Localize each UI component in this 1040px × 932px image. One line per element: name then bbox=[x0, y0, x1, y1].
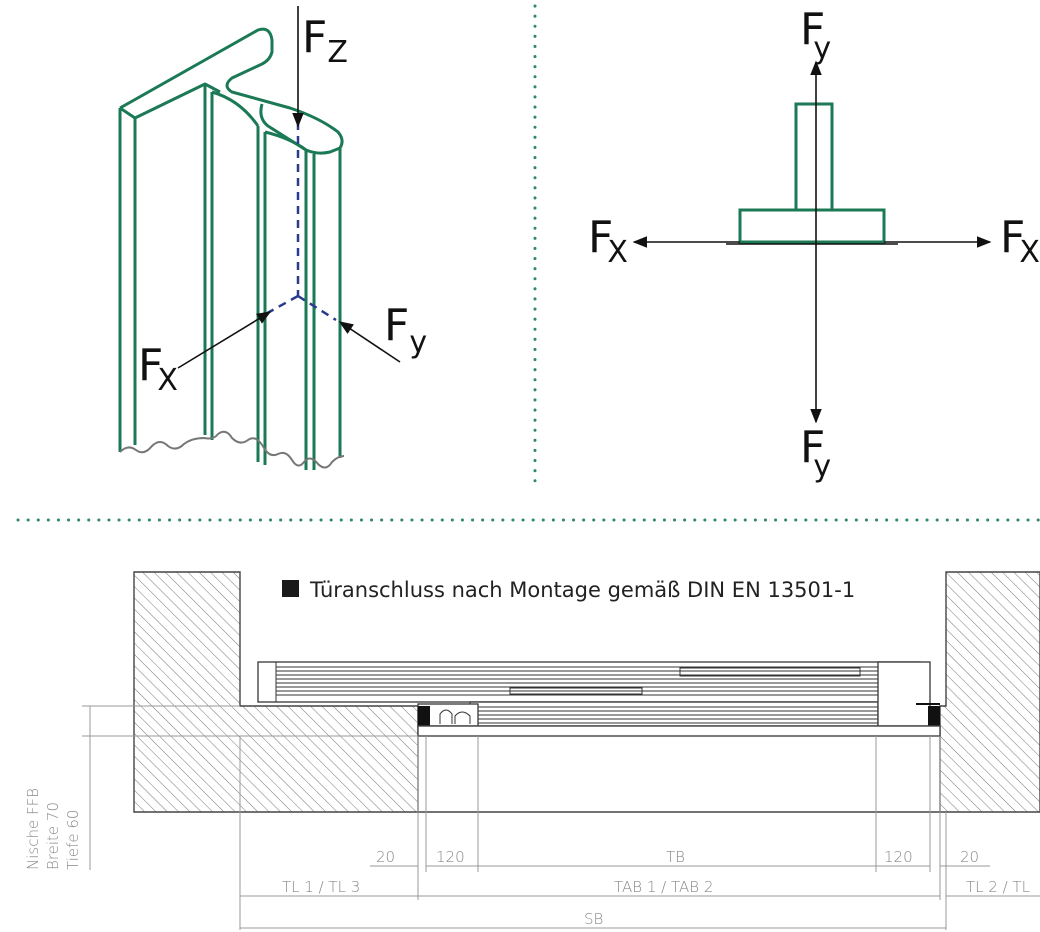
force-y-label: Fy bbox=[384, 300, 427, 360]
force-z-label: FZ bbox=[302, 12, 348, 70]
force-x-right-label: FX bbox=[1000, 212, 1040, 270]
dim-tb: TB bbox=[666, 848, 685, 866]
force-y-arrow bbox=[338, 321, 401, 363]
installation-plan: Türanschluss nach Montage gemäß DIN EN 1… bbox=[24, 571, 1040, 930]
side-label-breite: Breite 70 bbox=[44, 802, 62, 870]
seal-right bbox=[928, 706, 940, 726]
legend-text: Türanschluss nach Montage gemäß DIN EN 1… bbox=[309, 578, 855, 602]
dim-tl-right: TL 2 / TL bbox=[966, 878, 1030, 896]
dim-sb: SB bbox=[584, 910, 603, 928]
dim-tab: TAB 1 / TAB 2 bbox=[614, 878, 713, 896]
break-line bbox=[119, 430, 345, 469]
seal-left bbox=[418, 706, 430, 726]
force-y-top-label: Fy bbox=[800, 4, 831, 66]
profile-isometric-figure: FZ FX Fy bbox=[118, 6, 427, 470]
profile-base bbox=[738, 208, 886, 244]
side-label-tiefe: Tiefe 60 bbox=[64, 810, 82, 870]
force-y-bottom-label: Fy bbox=[800, 422, 831, 484]
dim-120-right: 120 bbox=[884, 848, 913, 866]
dim-20-right: 20 bbox=[960, 848, 979, 866]
force-x-arrow bbox=[177, 311, 272, 369]
force-top-view-figure: Fy Fy FX FX bbox=[588, 4, 1040, 484]
side-label-nische: Nische FFB bbox=[24, 788, 42, 870]
force-x-label: FX bbox=[138, 340, 178, 398]
extension-lines bbox=[239, 736, 947, 930]
door-leaf-stack bbox=[257, 661, 940, 727]
profile-stem bbox=[794, 102, 834, 212]
force-x-left-label: FX bbox=[588, 212, 628, 270]
dim-tl-left: TL 1 / TL 3 bbox=[282, 878, 360, 896]
legend-square-icon bbox=[282, 580, 299, 597]
profile-outline bbox=[118, 27, 344, 470]
wall-right bbox=[939, 571, 1040, 813]
dim-20-left: 20 bbox=[376, 848, 395, 866]
threshold-rail bbox=[417, 725, 941, 737]
dim-120-left: 120 bbox=[436, 848, 465, 866]
